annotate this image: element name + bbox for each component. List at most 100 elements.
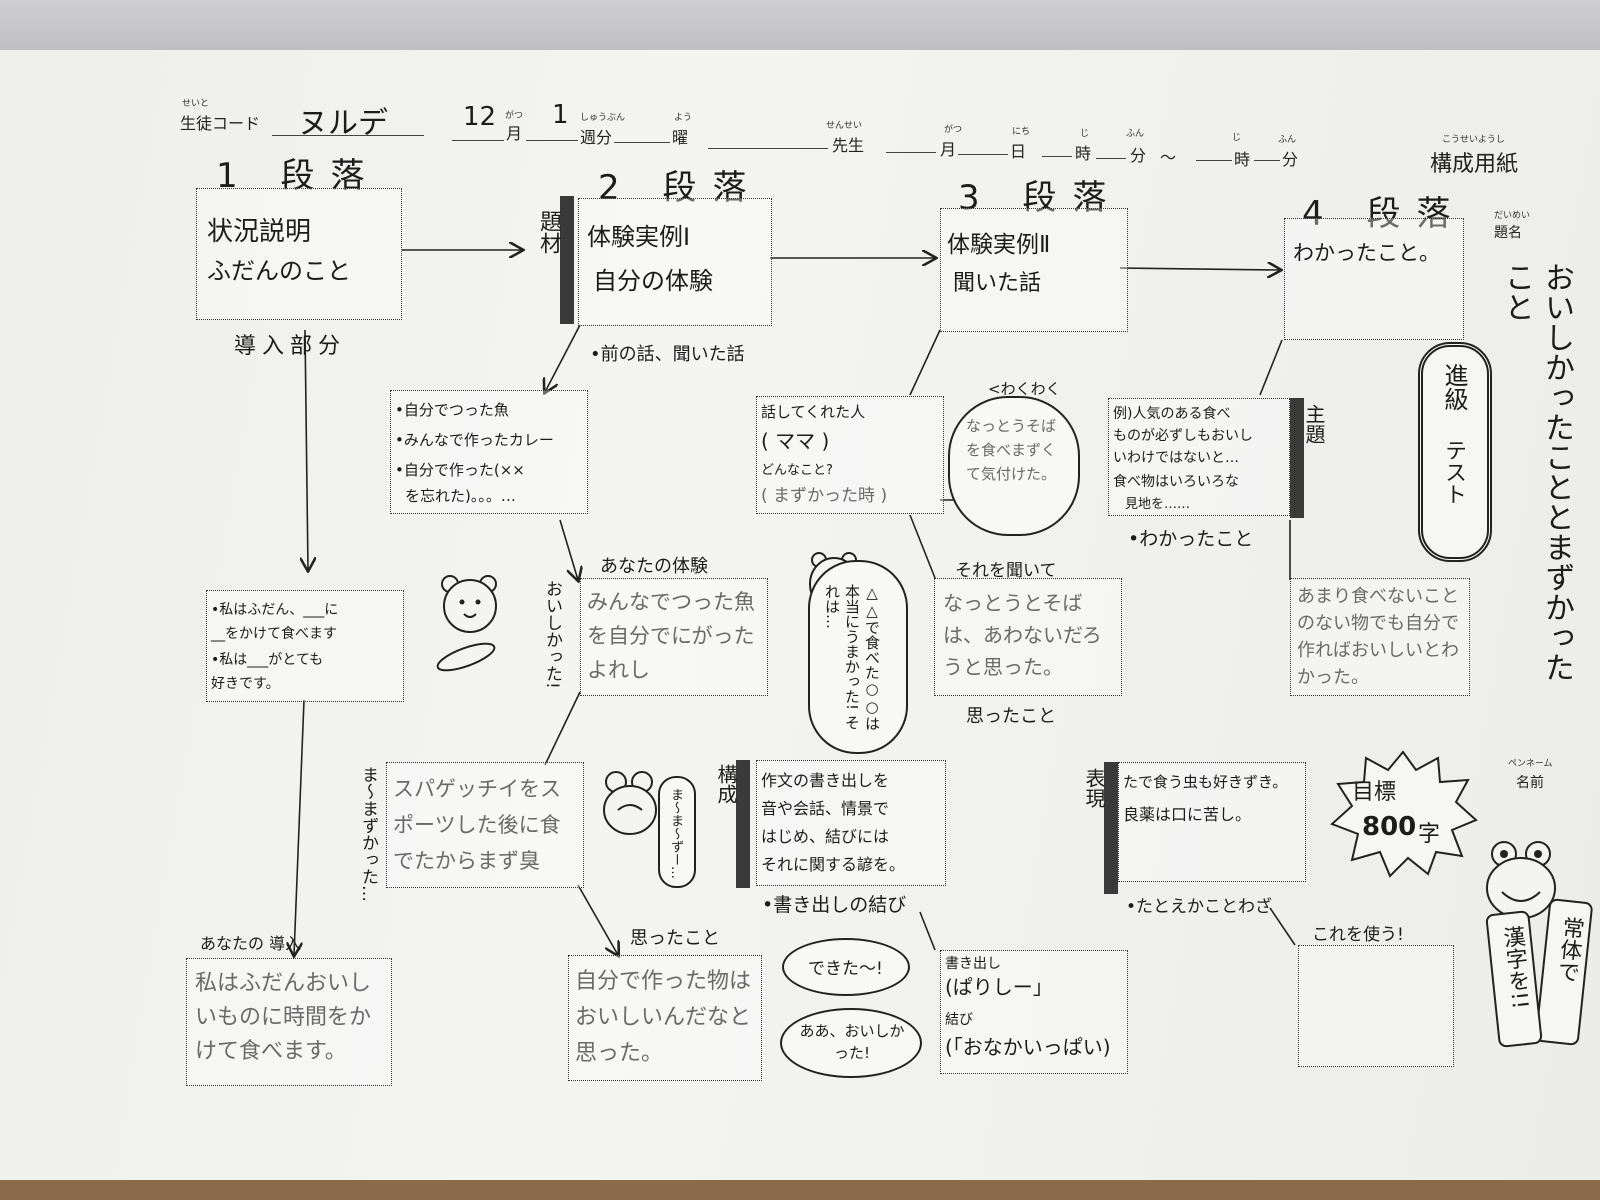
- penname-ruby: ペンネーム: [1508, 759, 1553, 769]
- week-ruby: しゅうぶん: [580, 113, 626, 123]
- teacher-ruby: せんせい: [826, 121, 863, 131]
- p1-template-box: •私はふだん、___に __をかけて食べます •私は___がとても 好きです。: [206, 590, 404, 702]
- p3-experience-box: 体験実例Ⅱ 聞いた話: [940, 208, 1128, 332]
- essay-title-value[interactable]: おいしかったこととまずかったこと: [1499, 262, 1574, 682]
- p2-examples-box: •自分でつった魚 •みんなで作ったカレー •自分で作った(×× を忘れた)。。。…: [390, 390, 588, 514]
- p2-tag-bar: [560, 196, 574, 324]
- dekita-text: できた〜!: [808, 959, 883, 979]
- day-underline: [614, 142, 670, 143]
- date-month-underline: [886, 152, 936, 153]
- p4-understood-answer-box[interactable]: あまり食べないことのない物でも自分で作ればおいしいとわかった。: [1290, 578, 1470, 696]
- p4-use-this-box[interactable]: [1298, 945, 1454, 1067]
- p1-your-intro-text: 私はふだんおいしいものに時間をかけて食べます。: [195, 971, 372, 1064]
- p4-example-line2: ものが必ずしもおいし: [1113, 428, 1253, 444]
- p2-bad-exp-box[interactable]: スパゲッチイをスポーツした後に食でたからまず臭: [386, 762, 584, 888]
- min1-label: 分: [1130, 146, 1147, 165]
- p4-expression-tag: 表現: [1082, 768, 1106, 808]
- p3-structure-line4: それに関する諺を。: [761, 855, 906, 874]
- p3-teller-box[interactable]: 話してくれた人 ( ママ ) どんなこと? ( まずかった時 ): [756, 396, 944, 514]
- dekita-bubble: できた〜!: [782, 938, 910, 996]
- p4-example-line5: 見地を……: [1125, 497, 1191, 512]
- p2-spaghetti-text: スパゲッチイをスポーツした後に食でたからまず臭: [393, 777, 561, 873]
- goal-starburst: [1330, 750, 1478, 878]
- p3-what-value: ( まずかった時 ): [761, 486, 888, 506]
- p3-heard-text: なっとうとそばは、あわないだろうと思った。: [943, 591, 1102, 679]
- p3-cloud-text: なっとうそばを食べまずくて気付けた。: [966, 417, 1057, 483]
- p2-box-line1: 体験実例Ⅰ: [587, 223, 691, 251]
- p2-examples-line1: •自分でつった魚: [395, 401, 509, 419]
- week-value[interactable]: 1: [552, 100, 569, 130]
- p3-thought-cloud: なっとうそばを食べまずくて気付けた。: [948, 396, 1080, 536]
- week-underline: [526, 140, 578, 141]
- p4-understood-box: わかったこと。: [1284, 218, 1464, 340]
- p3-heard-box[interactable]: なっとうとそばは、あわないだろうと思った。: [934, 578, 1122, 696]
- p3-structure-box: 作文の書き出しを 音や会話、情景で はじめ、結びには それに関する諺を。: [756, 760, 946, 886]
- hour1-underline: [1042, 156, 1072, 157]
- p3-box-line1: 体験実例Ⅱ: [947, 232, 1051, 258]
- p2-note: •前の話、聞いた話: [590, 344, 745, 365]
- p3-teller-label: 話してくれた人: [761, 403, 866, 421]
- paragraph-1-heading: 1 段落: [216, 156, 381, 196]
- p2-your-exp-box[interactable]: みんなでつった魚を自分でにがったよれし: [580, 578, 768, 696]
- day-label: 曜: [672, 128, 689, 147]
- p4-theme-tag: 主題: [1302, 404, 1326, 444]
- p4-example-line4: 食べ物はいろいろな: [1113, 474, 1239, 490]
- p3-heard-label: それを聞いて: [955, 561, 1057, 581]
- p4-use-this-label: これを使う!: [1312, 925, 1404, 945]
- student-code-underline: [272, 135, 424, 136]
- date-day-label: 日: [1010, 142, 1027, 161]
- p4-expression-line2: 良薬は口に苦し。: [1123, 805, 1252, 824]
- month-underline: [452, 140, 504, 141]
- p3-opening-closing-box[interactable]: 書き出し (ぱりしー」 結び (「おなかいっぱい): [940, 950, 1128, 1074]
- paragraph-2-heading: 2 段落: [598, 168, 763, 208]
- frog-illustration: [1486, 841, 1556, 919]
- p2-box-line2: 自分の体験: [593, 267, 713, 295]
- aa-oishikatta-text: ああ、おいしかった!: [799, 1022, 905, 1062]
- p2-thought-text: 自分で作った物はおいしいんだなと思った。: [575, 969, 752, 1066]
- bear-illustration: [436, 575, 497, 672]
- paragraph-3-heading: 3 段落: [958, 178, 1123, 218]
- p4-example-box: 例)人気のある食べ ものが必ずしもおいし いわけではないと… 食べ物はいろいろな…: [1108, 398, 1290, 516]
- day-ruby: よう: [674, 113, 693, 123]
- p3-opening-label: 書き出し: [945, 956, 1001, 972]
- aa-oishikatta-bubble: ああ、おいしかった!: [780, 1008, 922, 1078]
- min1-ruby: ふん: [1126, 129, 1145, 139]
- hour2-label: 時: [1234, 150, 1251, 169]
- worksheet: [0, 50, 1600, 1180]
- frog-note1: 常体で: [1553, 915, 1585, 984]
- bear-speech-bubble: △△で食べた○○は本当にうまかった! それは…: [808, 560, 908, 754]
- p2-examples-line3: •自分で作った(××: [395, 461, 525, 479]
- min2-label: 分: [1282, 150, 1299, 169]
- date-month-ruby: がつ: [944, 125, 963, 135]
- p1-your-intro-box[interactable]: 私はふだんおいしいものに時間をかけて食べます。: [186, 958, 392, 1086]
- p2-thought-box[interactable]: 自分で作った物はおいしいんだなと思った。: [568, 955, 762, 1081]
- month-ruby: がつ: [505, 111, 524, 121]
- p3-structure-line2: 音や会話、情景で: [761, 799, 890, 818]
- p3-what-label: どんなこと?: [761, 463, 833, 478]
- p2-examples-line2: •みんなで作ったカレー: [395, 431, 554, 449]
- date-day-underline: [958, 154, 1008, 155]
- p3-box-line2: 聞いた話: [953, 271, 1042, 296]
- week-label: 週分: [580, 128, 613, 147]
- bear-bubble-text: △△で食べた○○は本当にうまかった! それは…: [823, 584, 881, 731]
- p2-thought-label: 思ったこと: [630, 928, 720, 949]
- goal-label: 目標: [1352, 780, 1397, 805]
- p1-situation-box: 状況説明 ふだんのこと: [196, 188, 402, 320]
- p2-mazukatta: ま〜まずかった…: [358, 766, 378, 902]
- p1-intro-label: 導入部分: [234, 334, 347, 359]
- p4-theme-tag-bar: [1290, 398, 1304, 518]
- p4-expression-tag-bar: [1104, 762, 1118, 894]
- promotion-test-line2: テスト: [1441, 439, 1466, 505]
- p1-your-intro-label: あなたの 導入: [200, 934, 302, 953]
- frog-note2: 漢字を!!: [1498, 924, 1533, 1011]
- form-title: 構成用紙: [1430, 152, 1519, 177]
- student-code-label: 生徒コード: [180, 114, 261, 133]
- p1-box-line1: 状況説明: [207, 217, 312, 247]
- time-range-tilde: 〜: [1160, 148, 1177, 167]
- hour2-underline: [1196, 160, 1232, 161]
- p3-structure-line3: はじめ、結びには: [761, 827, 890, 846]
- month-value[interactable]: 12: [463, 102, 497, 132]
- p3-teller-value: ( ママ ): [761, 429, 830, 453]
- goal-character-count: 800: [1362, 812, 1417, 842]
